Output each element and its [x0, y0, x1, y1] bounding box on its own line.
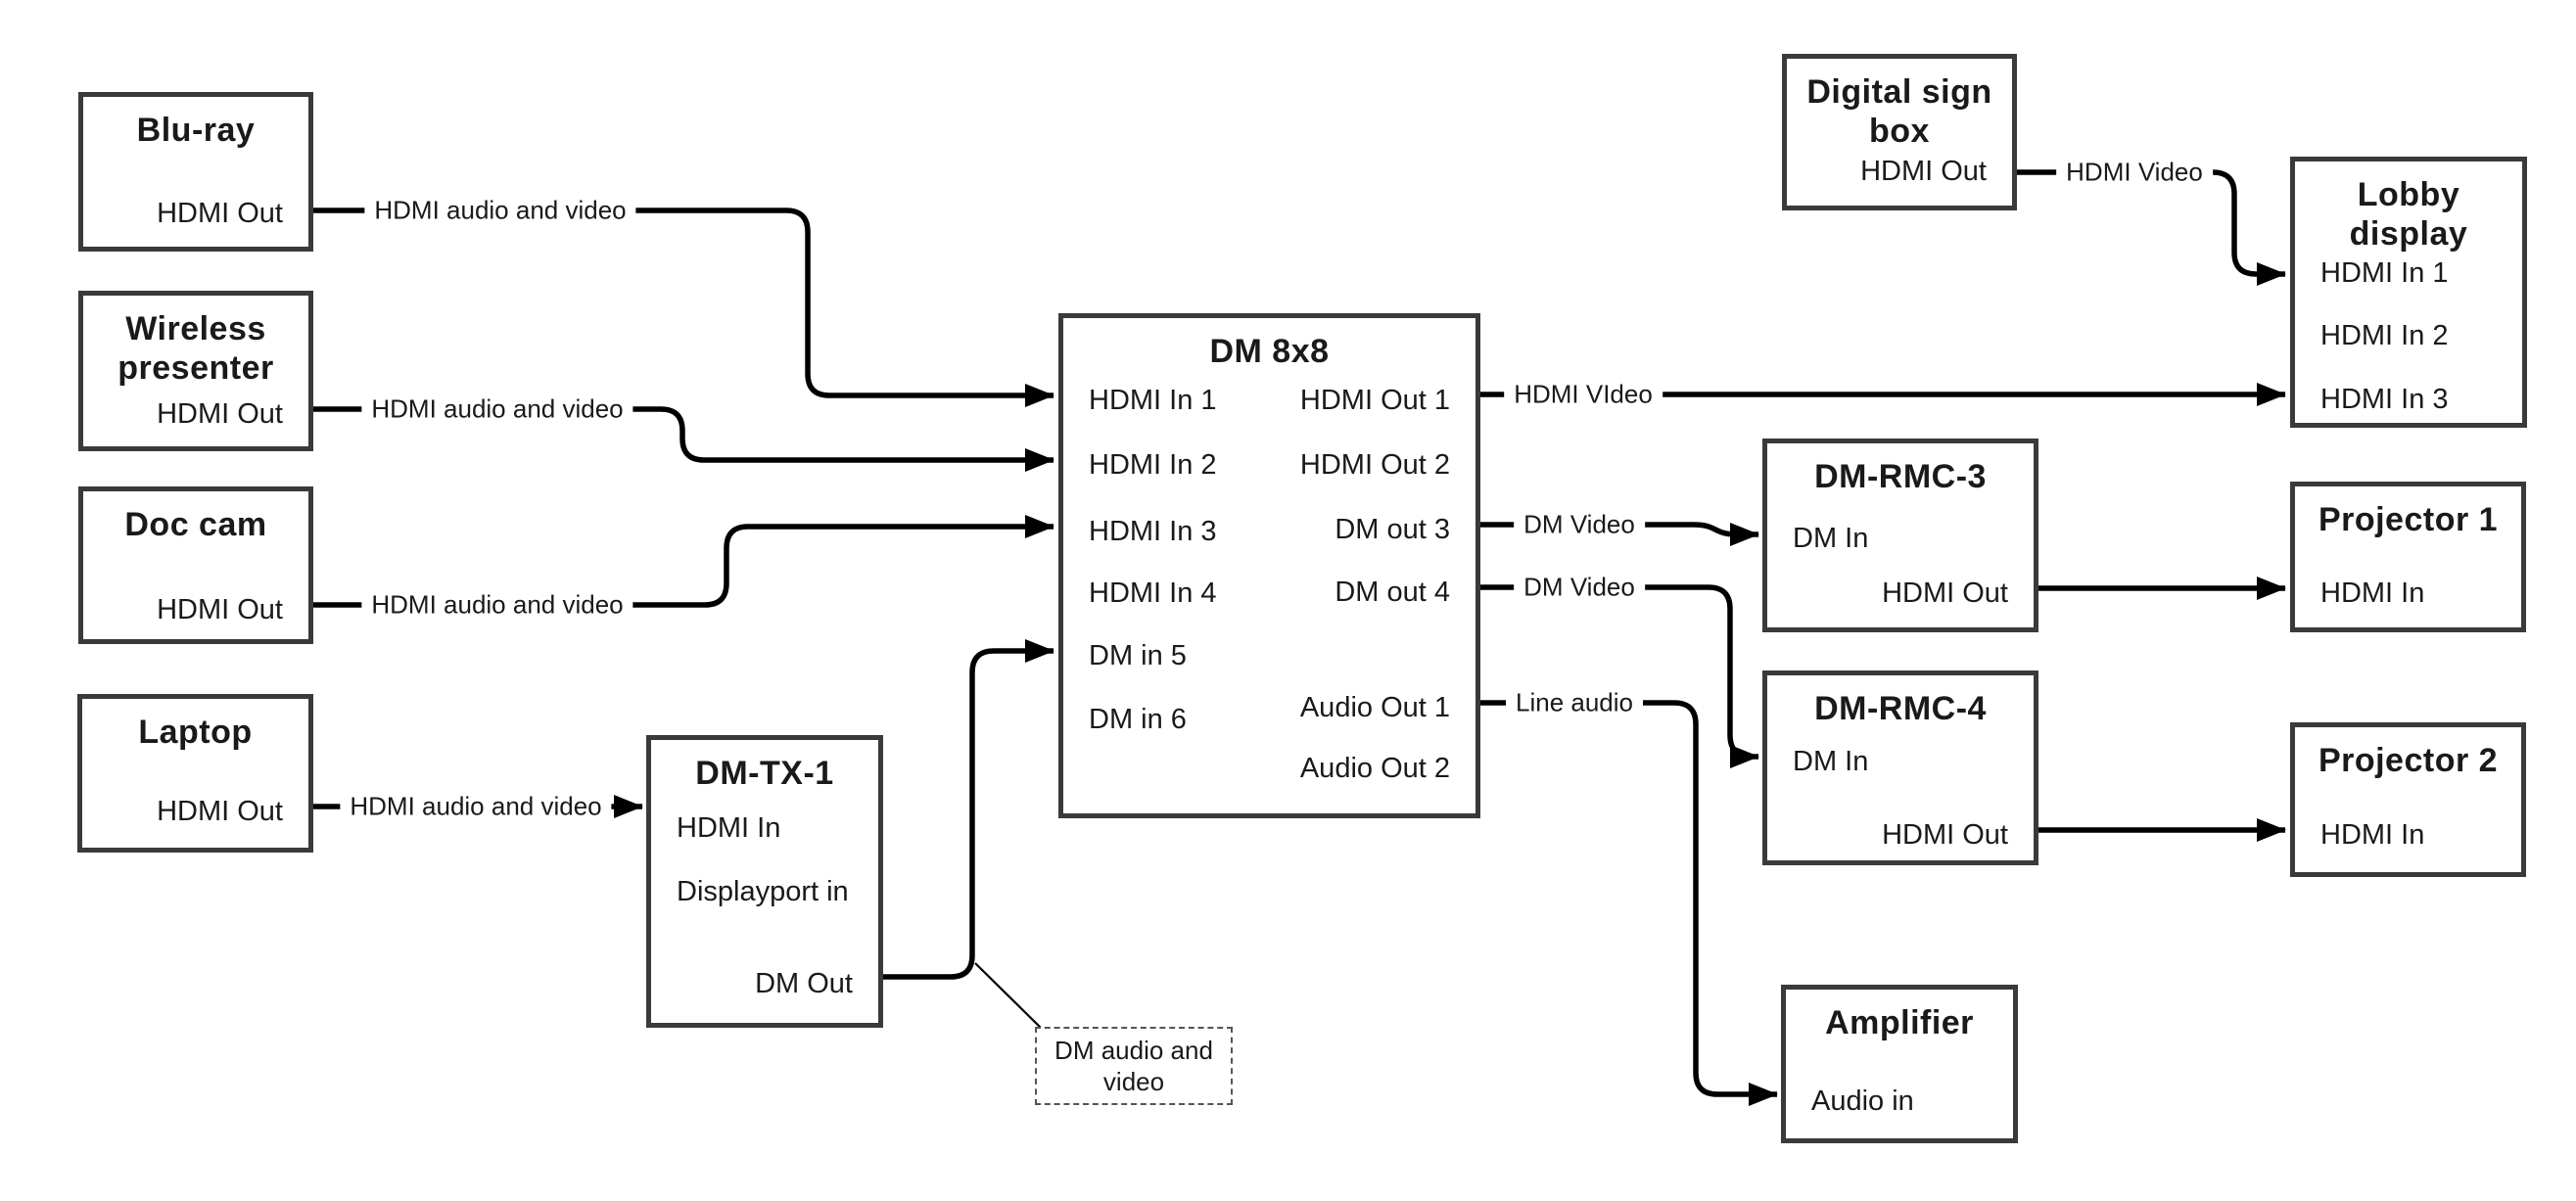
- box-dm-8x8-port-dm-in-5: DM in 5: [1089, 640, 1187, 671]
- box-dm-8x8-title: DM 8x8: [1209, 333, 1330, 370]
- note-leader-line: [974, 962, 1043, 1030]
- connector-dmtx1-to-dm8x8-in5: [883, 639, 1054, 980]
- box-dm-8x8-port-audio-out-1: Audio Out 1: [1299, 692, 1450, 723]
- box-doc-cam: Doc cam HDMI Out: [78, 486, 313, 644]
- box-dm-8x8-port-audio-out-2: Audio Out 2: [1299, 753, 1450, 784]
- box-dm-8x8-port-hdmi-in-4: HDMI In 4: [1089, 577, 1217, 609]
- box-lobby-display-port-hdmi-in-1: HDMI In 1: [2320, 257, 2449, 289]
- box-digital-sign-box-port-hdmi-out: HDMI Out: [1860, 156, 1987, 187]
- box-projector-1-title: Projector 1: [2318, 501, 2499, 538]
- box-projector-1-port-hdmi-in: HDMI In: [2320, 577, 2425, 609]
- box-laptop-port-hdmi-out: HDMI Out: [157, 796, 283, 827]
- label-wireless-connection: HDMI audio and video: [361, 393, 633, 426]
- box-dm-rmc-4-title: DM-RMC-4: [1814, 690, 1987, 727]
- box-bluray-port-hdmi-out: HDMI Out: [157, 198, 283, 229]
- box-dm-8x8-port-hdmi-out-2: HDMI Out 2: [1299, 449, 1450, 481]
- box-lobby-display: Lobby display HDMI In 1 HDMI In 2 HDMI I…: [2290, 157, 2527, 428]
- box-wireless-presenter: Wireless presenter HDMI Out: [78, 291, 313, 451]
- box-dm-tx-1-port-dm-out: DM Out: [755, 968, 853, 999]
- box-amplifier-title: Amplifier: [1825, 1004, 1974, 1041]
- label-dm-video-out3: DM Video: [1514, 508, 1645, 541]
- box-doc-cam-port-hdmi-out: HDMI Out: [157, 594, 283, 625]
- label-bluray-connection: HDMI audio and video: [364, 194, 636, 227]
- box-digital-sign-box: Digital sign box HDMI Out: [1782, 54, 2017, 210]
- label-doccam-connection: HDMI audio and video: [361, 588, 633, 622]
- box-dm-8x8-port-dm-in-6: DM in 6: [1089, 704, 1187, 735]
- connector-digisign-to-lobby-in1: [2017, 169, 2286, 286]
- box-dm-rmc-4-port-hdmi-out: HDMI Out: [1882, 819, 2008, 851]
- box-amplifier: Amplifier Audio in: [1781, 985, 2018, 1143]
- box-bluray: Blu-ray HDMI Out: [78, 92, 313, 252]
- box-dm-rmc-3: DM-RMC-3 DM In HDMI Out: [1762, 439, 2038, 632]
- box-dm-8x8: DM 8x8 HDMI In 1 HDMI In 2 HDMI In 3 HDM…: [1058, 313, 1480, 818]
- connector-dm8x8-out4-to-dmrmc4: [1480, 584, 1759, 768]
- box-dm-8x8-port-hdmi-in-2: HDMI In 2: [1089, 449, 1217, 481]
- connector-doccam-to-dm8x8-in3: [313, 515, 1054, 608]
- box-doc-cam-title: Doc cam: [124, 506, 267, 543]
- label-hdmi-video-out1: HDMI VIdeo: [1504, 378, 1663, 411]
- box-projector-2-title: Projector 2: [2318, 742, 2499, 779]
- box-dm-8x8-port-hdmi-in-3: HDMI In 3: [1089, 516, 1217, 547]
- box-wireless-presenter-title: Wireless presenter: [117, 310, 274, 387]
- box-projector-2-port-hdmi-in: HDMI In: [2320, 819, 2425, 851]
- box-projector-2: Projector 2 HDMI In: [2290, 722, 2526, 877]
- box-digital-sign-box-title: Digital sign box: [1806, 73, 1992, 150]
- box-laptop-title: Laptop: [138, 714, 253, 751]
- box-dm-rmc-3-port-dm-in: DM In: [1793, 523, 1869, 554]
- box-dm-tx-1-port-displayport-in: Displayport in: [677, 876, 849, 907]
- box-dm-8x8-port-hdmi-in-1: HDMI In 1: [1089, 385, 1217, 416]
- box-dm-8x8-port-dm-out-3: DM out 3: [1335, 514, 1450, 545]
- label-dm-video-out4: DM Video: [1514, 571, 1645, 604]
- box-dm-rmc-3-title: DM-RMC-3: [1814, 458, 1987, 495]
- label-line-audio: Line audio: [1506, 686, 1643, 719]
- box-bluray-title: Blu-ray: [136, 112, 256, 149]
- box-dm-tx-1-port-hdmi-in: HDMI In: [677, 812, 781, 844]
- box-lobby-display-title: Lobby display: [2349, 176, 2468, 253]
- box-dm-8x8-port-hdmi-out-1: HDMI Out 1: [1299, 385, 1450, 416]
- box-lobby-display-port-hdmi-in-2: HDMI In 2: [2320, 320, 2449, 351]
- connector-wireless-to-dm8x8-in2: [313, 406, 1054, 472]
- box-lobby-display-port-hdmi-in-3: HDMI In 3: [2320, 384, 2449, 415]
- box-wireless-presenter-port-hdmi-out: HDMI Out: [157, 398, 283, 430]
- box-laptop: Laptop HDMI Out: [77, 694, 313, 853]
- connector-bluray-to-dm8x8-in1: [313, 208, 1054, 407]
- box-dm-rmc-4: DM-RMC-4 DM In HDMI Out: [1762, 670, 2038, 865]
- box-projector-1: Projector 1 HDMI In: [2290, 482, 2526, 632]
- label-laptop-connection: HDMI audio and video: [340, 790, 612, 823]
- box-dm-tx-1-title: DM-TX-1: [695, 755, 834, 792]
- box-amplifier-port-audio-in: Audio in: [1811, 1086, 1914, 1117]
- note-dm-audio-and-video: DM audio and video: [1035, 1027, 1233, 1105]
- box-dm-8x8-port-dm-out-4: DM out 4: [1335, 577, 1450, 608]
- connector-dm8x8-out3-to-dmrmc3: [1480, 522, 1759, 546]
- box-dm-tx-1: DM-TX-1 HDMI In Displayport in DM Out: [646, 735, 883, 1028]
- label-hdmi-video-digisign: HDMI Video: [2056, 156, 2213, 189]
- box-dm-rmc-3-port-hdmi-out: HDMI Out: [1882, 577, 2008, 609]
- connector-dm8x8-aout1-to-amp: [1480, 700, 1778, 1106]
- box-dm-rmc-4-port-dm-in: DM In: [1793, 746, 1869, 777]
